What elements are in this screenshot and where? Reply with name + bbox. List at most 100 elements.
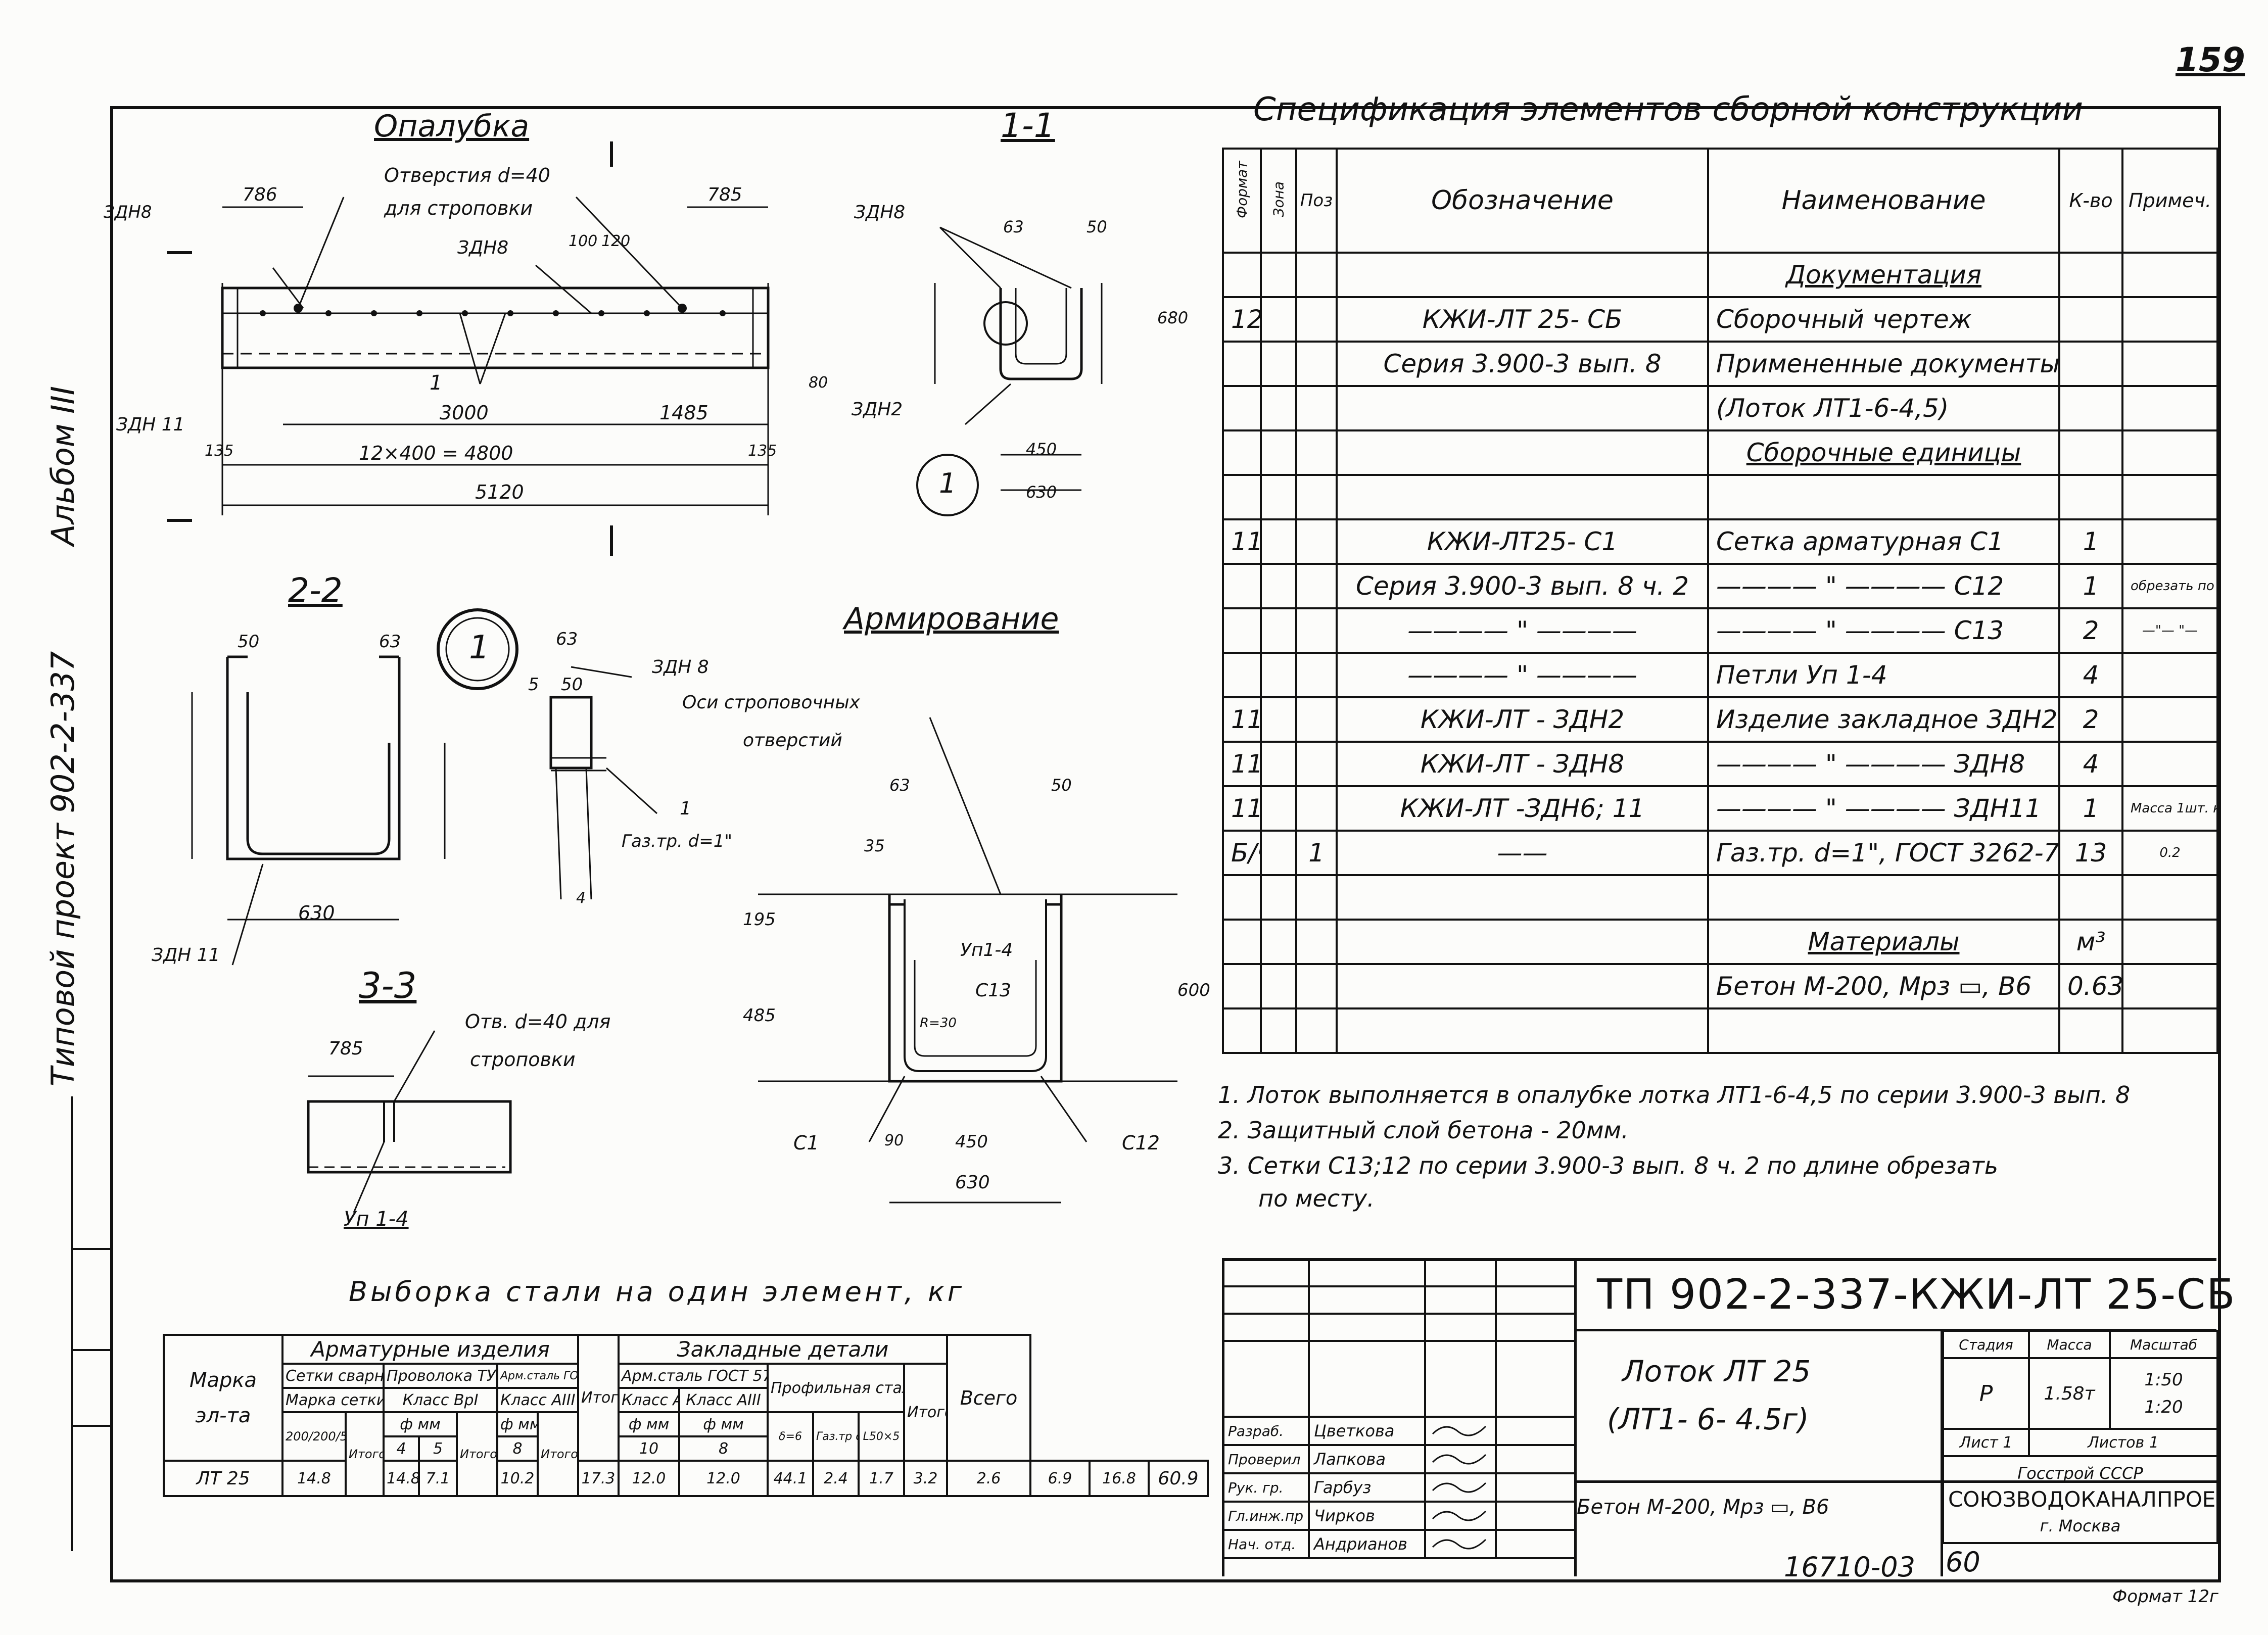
margin-stamp-box [71,1096,112,1551]
stamp-blank-cell [1308,1258,1426,1287]
stamp-blank-cell [1495,1258,1576,1287]
dim-12x400: 12×400 = 4800 [359,442,513,464]
label-zdn8-a: ЗДН8 [104,202,152,222]
label-axes-2: отверстий [743,730,842,751]
steel-h-itogo-2: Итого [903,1363,948,1462]
label-pos1-a: 1 [430,371,443,395]
spec-cell-format [1222,607,1262,654]
stamp-blank-cell [1495,1313,1576,1342]
spec-cell-oboz [1336,252,1709,298]
spec-cell-qty: 1 [2058,785,2123,832]
spec-cell-oboz [1336,963,1709,1009]
spec-cell-zone [1260,874,1297,921]
stamp-mass-h: Масса [2028,1330,2111,1359]
dim-135-b: 135 [748,442,777,460]
spec-cell-zone [1260,563,1297,609]
spec-cell-name: Газ.тр. d=1", ГОСТ 3262-75, ℓ=80 [1707,830,2060,876]
section-3-3-title: 3-3 [359,965,417,1006]
stamp-org: Госстрой СССР СОЮЗВОДОКАНАЛПРОЕКТ г. Мос… [1942,1455,2218,1544]
spec-title: Спецификация элементов сборной конструкц… [1253,91,2084,128]
spec-cell-note [2121,296,2218,343]
stamp-blank-cell [1222,1285,1310,1315]
stamp-name-2: (ЛТ1- 6- 4.5г) [1607,1402,1809,1436]
stamp-blank-cell [1222,1313,1310,1342]
steel-h-gas: Газ.тр d=1" [812,1411,860,1462]
spec-cell-name: Сборочный чертеж [1707,296,2060,343]
steel-group-1: Арматурные изделия [281,1334,579,1365]
spec-cell-qty: 13 [2058,830,2123,876]
steel-cell: 1.7 [858,1460,905,1497]
label-pos1-b: 1 [680,798,691,819]
steel-cell: 12.0 [678,1460,769,1497]
spec-cell-zone [1260,696,1297,743]
spec-cell-qty: 0.63 [2058,963,2123,1009]
stamp-role: Проверил [1222,1444,1310,1474]
spec-cell-oboz [1336,474,1709,520]
label-zdn8-b: ЗДН8 [457,237,509,258]
spec-row: Б/ч1——Газ.тр. d=1", ГОСТ 3262-75, ℓ=8013… [1222,830,2218,876]
spec-cell-pos [1295,652,1338,698]
spec-cell-pos [1295,785,1338,832]
archive-number: 16710-03 [1784,1551,1915,1583]
steel-cell: 16.8 [1089,1460,1150,1497]
stamp-blank-cell [1495,1285,1576,1315]
dim-100: 100 [569,232,598,250]
spec-cell-zone [1260,652,1297,698]
label-c12: С12 [1122,1132,1160,1154]
stamp-person-name: Лапкова [1308,1444,1426,1474]
spec-cell-note [2121,252,2218,298]
stamp-date [1495,1501,1576,1531]
dim-4: 4 [576,889,586,907]
dim-135-a: 135 [205,442,234,460]
label-gas-pipe: Газ.тр. d=1" [622,831,733,851]
dim-5: 5 [528,675,539,695]
spec-cell-format [1222,1007,1262,1054]
label-r30: R=30 [920,1016,957,1031]
stamp-sheets: Листов 1 [2028,1428,2218,1457]
steel-h-200: 200/200/5/5 [281,1411,347,1462]
spec-cell-format [1222,385,1262,431]
dim-120: 120 [601,232,631,250]
spec-row [1222,874,2218,921]
dim-785-b: 785 [328,1038,363,1059]
steel-h-klass-a3: Класс АIII [496,1387,579,1413]
stamp-signature [1424,1529,1497,1559]
stamp-blank-cell [1308,1340,1426,1418]
label-zdn2: ЗДН2 [852,399,903,420]
dim-630-c: 630 [955,1172,990,1193]
dim-50-b: 50 [238,632,260,652]
spec-cell-note: обрезать по месту [2121,563,2218,609]
dim-786: 786 [243,184,277,205]
spec-cell-oboz: КЖИ-ЛТ - ЗДН8 [1336,741,1709,787]
note-1: 1. Лоток выполняется в опалубке лотка ЛТ… [1218,1081,2131,1109]
spec-cell-qty: 4 [2058,652,2123,698]
spec-cell-oboz: ———— " ———— [1336,607,1709,654]
dim-63-a: 63 [1003,217,1024,236]
spec-cell-note: Масса 1шт. кг [2121,785,2218,832]
label-zdn8-d: ЗДН 8 [652,657,709,678]
steel-h-provoloka: Проволока ТУ14-4-659-75 [383,1363,498,1389]
stamp-role: Рук. гр. [1222,1472,1310,1503]
dim-630-a: 630 [1026,483,1057,502]
spec-cell-qty [2058,296,2123,343]
spec-cell-note [2121,652,2218,698]
stamp-stage-h: Стадия [1942,1330,2030,1359]
section-1-1 [916,226,1103,516]
spec-cell-format: 12 [1222,296,1262,343]
steel-h-klass-a3b: Класс АIII [678,1387,769,1413]
spec-cell-note [2121,919,2218,965]
steel-h-setki: Сетки сварные ГОСТ 8478-66 [281,1363,385,1389]
spec-cell-pos: 1 [1295,830,1338,876]
callout-1b: 1 [939,467,957,499]
spec-cell-qty [2058,874,2123,921]
stamp-person-name: Андрианов [1308,1529,1426,1559]
note-2: 2. Защитный слой бетона - 20мм. [1218,1117,1629,1144]
stamp-signature [1424,1472,1497,1503]
note-3b: по месту. [1258,1185,1375,1212]
spec-cell-name: Примененные документы [1707,341,2060,387]
spec-cell-pos [1295,296,1338,343]
